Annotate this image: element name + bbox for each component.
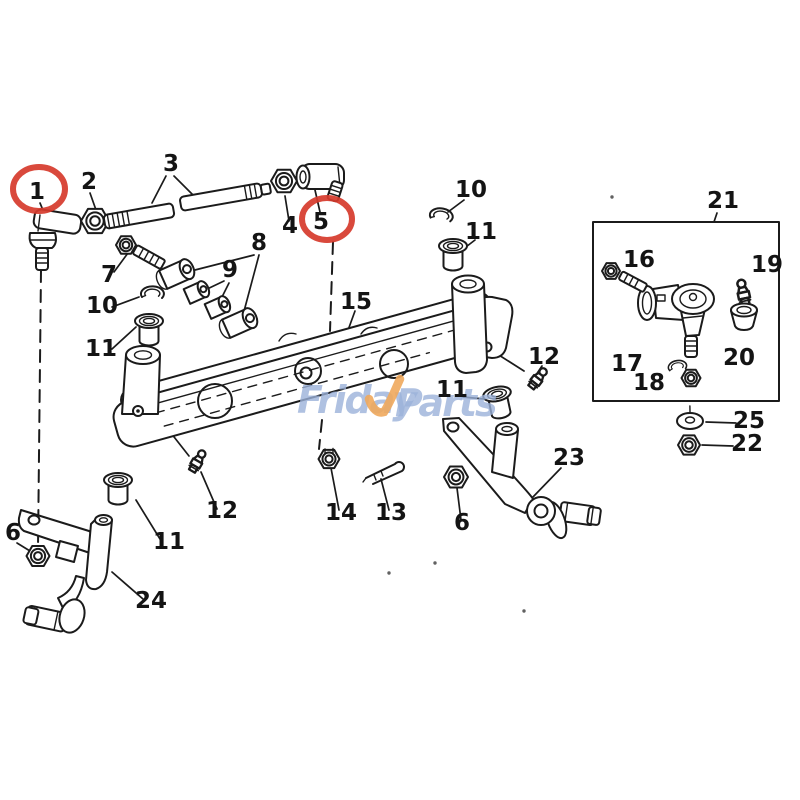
part-label-22: 22: [731, 431, 763, 457]
part-1-tie-rod-end: [28, 208, 83, 271]
part-11-bushing-lower-left: [103, 472, 133, 506]
part-label-6-left: 6: [5, 520, 21, 546]
part-label-1: 1: [29, 179, 45, 205]
inset-box: [592, 221, 780, 402]
part-label-11-upper-left: 11: [85, 336, 117, 362]
part-label-12-right: 12: [528, 344, 560, 370]
part-21-ball-joint: [637, 283, 715, 358]
part-label-3: 3: [163, 151, 179, 177]
part-label-10-left: 10: [86, 293, 118, 319]
part-label-8: 8: [251, 230, 267, 256]
part-label-17: 17: [611, 351, 643, 377]
part-6-nut-left: [27, 546, 50, 566]
part-7-bolt: [116, 236, 166, 270]
part-10-snap-ring-left: [139, 285, 165, 299]
part-9-bushing-b: [203, 295, 232, 320]
part-label-25: 25: [733, 408, 765, 434]
part-labels: 1 2 3 4 5 7 8 9 10 11 10 11 15 12 11 23 …: [5, 151, 783, 614]
part-label-14: 14: [325, 500, 357, 526]
part-8-bushing-b: [218, 307, 259, 339]
part-3-tie-rod-tube: [102, 182, 272, 230]
part-4-nut: [271, 170, 297, 193]
part-label-13: 13: [375, 500, 407, 526]
part-10-snap-ring-right: [428, 205, 455, 223]
part-20-dust-cap: [730, 302, 758, 331]
part-24-spindle-left: [17, 509, 113, 634]
part-14-castle-nut: [319, 449, 340, 469]
part-label-10-right: 10: [455, 177, 487, 203]
part-label-4: 4: [282, 213, 298, 239]
part-18-nut: [682, 370, 701, 387]
part-label-11-lower-left: 11: [153, 529, 185, 555]
part-23-spindle-right: [442, 417, 602, 540]
part-label-23: 23: [553, 445, 585, 471]
part-25-washer: [676, 412, 704, 430]
part-16-bolt: [602, 263, 648, 293]
watermark-word2: Parts: [395, 381, 497, 425]
part-label-18: 18: [633, 370, 665, 396]
part-label-15: 15: [340, 289, 372, 315]
part-6-nut-right: [444, 467, 468, 488]
part-label-12-left: 12: [206, 498, 238, 524]
part-8-bushing-a: [155, 258, 196, 290]
watermark: Friday Parts: [297, 374, 499, 425]
part-9-bushing-a: [182, 280, 211, 305]
part-label-9: 9: [222, 257, 238, 283]
part-label-16: 16: [623, 247, 655, 273]
part-22-nut: [678, 435, 700, 454]
part-label-19: 19: [751, 252, 783, 278]
print-specks: [387, 195, 614, 613]
red-highlight-circle-5: [299, 195, 355, 243]
watermark-check-icon: [364, 374, 405, 417]
part-12-grease-fitting-left: [186, 447, 210, 475]
part-11-bushing-upper-left: [134, 313, 164, 347]
part-label-6-right: 6: [454, 510, 470, 536]
part-label-11-lower-right: 11: [436, 377, 468, 403]
red-highlight-circle-1: [10, 164, 68, 214]
part-label-5: 5: [313, 209, 329, 235]
part-11-bushing-upper-right: [438, 238, 468, 272]
part-label-11-upper-right: 11: [465, 219, 497, 245]
part-label-7: 7: [101, 262, 117, 288]
part-15-axle-beam: [112, 274, 514, 448]
part-label-21: 21: [707, 188, 739, 214]
part-13-cotter-pin: [362, 461, 405, 485]
part-label-20: 20: [723, 345, 755, 371]
part-label-24: 24: [135, 588, 167, 614]
part-label-2: 2: [81, 169, 97, 195]
